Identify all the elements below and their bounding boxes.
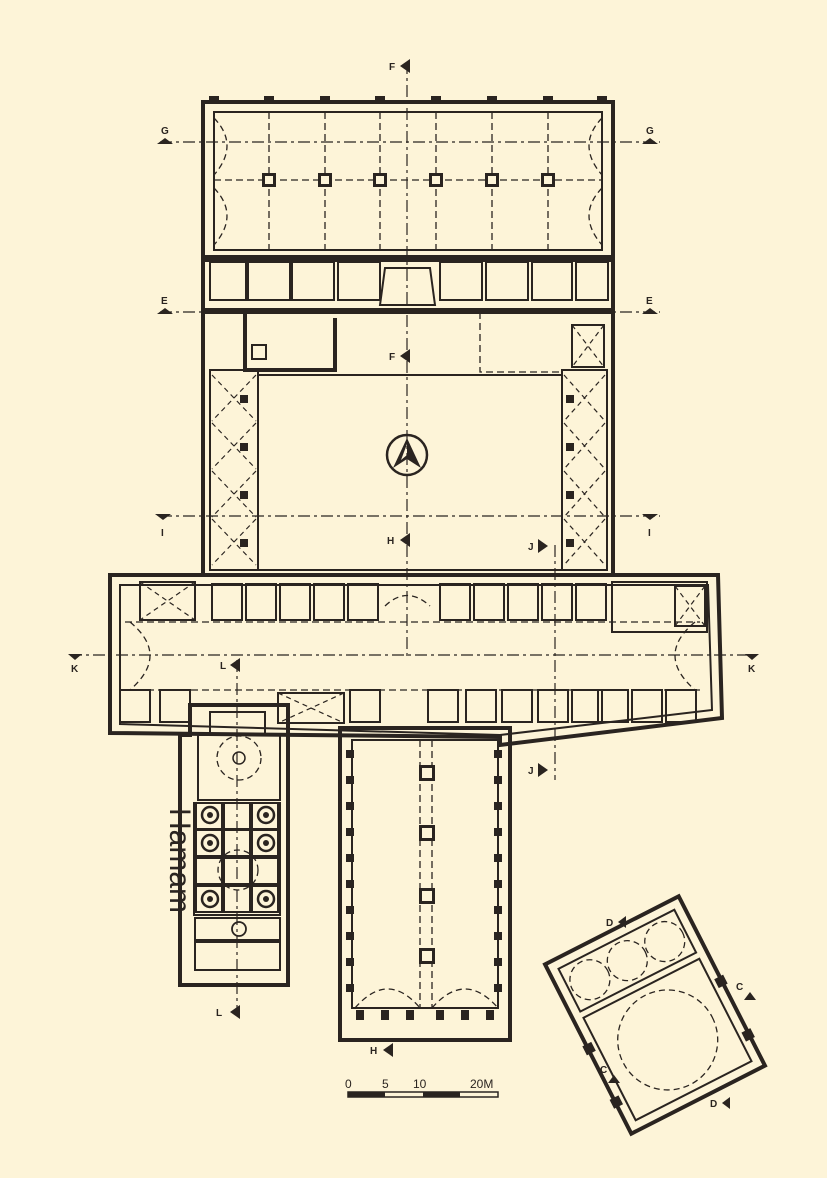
north-hall (201, 96, 615, 262)
section-marker-g-right: G (642, 126, 658, 144)
north-cell-row (201, 255, 615, 314)
section-marker-g-left: G (157, 126, 173, 144)
section-marker-h-top: H (387, 533, 410, 547)
scale-tick-5: 5 (382, 1077, 389, 1091)
svg-text:I: I (161, 528, 164, 539)
hamam: Hamam (163, 703, 290, 987)
rotated-annex (542, 893, 768, 1137)
section-marker-k-left: K (68, 654, 82, 675)
scale-bar: 0 5 10 20M (345, 1077, 499, 1098)
transverse-wing (108, 573, 725, 748)
scale-tick-20m: 20M (470, 1077, 493, 1091)
svg-text:F: F (389, 352, 395, 363)
svg-text:C: C (736, 982, 743, 993)
svg-text:I: I (648, 528, 651, 539)
section-marker-h-bottom: H (370, 1043, 393, 1057)
svg-text:J: J (528, 766, 534, 777)
section-marker-i-right: I (642, 514, 658, 539)
svg-text:H: H (370, 1046, 377, 1057)
section-lines (70, 62, 760, 1015)
section-marker-e-left: E (157, 296, 173, 314)
svg-text:L: L (220, 661, 226, 672)
svg-text:L: L (216, 1008, 222, 1019)
svg-text:F: F (389, 62, 395, 73)
svg-text:E: E (161, 296, 168, 307)
svg-text:G: G (161, 126, 169, 137)
section-marker-k-right: K (745, 654, 759, 675)
svg-text:D: D (606, 918, 613, 929)
south-hall (338, 726, 512, 1042)
section-marker-l-bottom: L (216, 1005, 240, 1019)
section-marker-f-top: F (389, 59, 410, 73)
svg-text:D: D (710, 1099, 717, 1110)
section-marker-f-mid: F (389, 349, 410, 363)
section-marker-j-top: J (528, 539, 548, 553)
section-marker-c-upper: C (736, 982, 756, 1000)
svg-text:C: C (600, 1065, 607, 1076)
hamam-label: Hamam (163, 808, 196, 913)
section-marker-l-top: L (220, 658, 240, 672)
svg-text:K: K (71, 664, 79, 675)
scale-tick-0: 0 (345, 1077, 352, 1091)
section-marker-e-right: E (642, 296, 658, 314)
svg-text:J: J (528, 542, 534, 553)
section-marker-d-upper: D (606, 916, 626, 929)
svg-text:K: K (748, 664, 756, 675)
section-marker-d-lower: D (710, 1097, 730, 1110)
section-marker-j-bottom: J (528, 763, 548, 777)
svg-text:E: E (646, 296, 653, 307)
svg-text:H: H (387, 536, 394, 547)
svg-text:G: G (646, 126, 654, 137)
scale-tick-10: 10 (413, 1077, 427, 1091)
section-marker-c-lower: C (600, 1065, 620, 1083)
section-marker-i-left: I (155, 514, 171, 539)
section-markers: F F G G E E I I (68, 59, 759, 1110)
